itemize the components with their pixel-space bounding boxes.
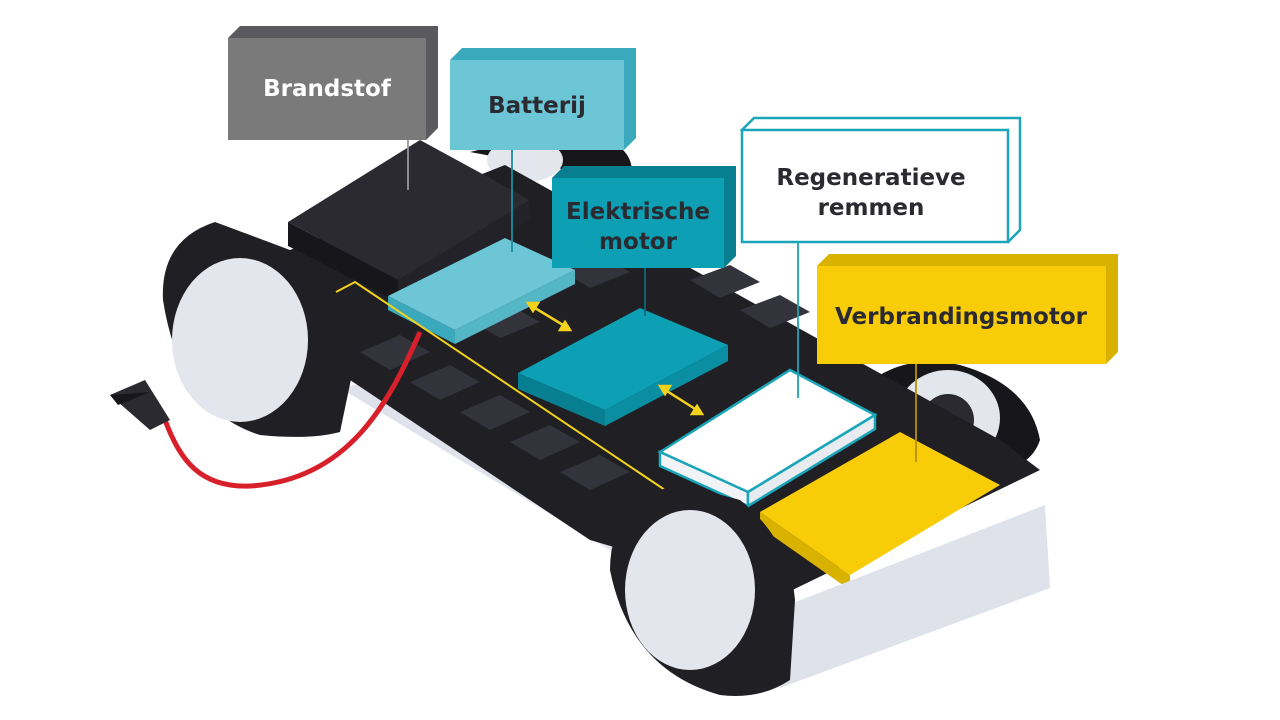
chassis-slots bbox=[360, 235, 810, 490]
label-regen-brakes: Regeneratieve remmen bbox=[739, 116, 1022, 244]
front-bumper bbox=[770, 505, 1050, 688]
label-combustion-engine: Verbrandingsmotor bbox=[817, 254, 1118, 364]
label-electric-motor-line2: motor bbox=[599, 229, 678, 255]
energy-flow-lines bbox=[335, 280, 669, 493]
label-battery-text: Batterij bbox=[488, 93, 586, 119]
label-fuel-text: Brandstof bbox=[263, 76, 392, 102]
charging-cable bbox=[110, 330, 423, 489]
regen-brakes-block bbox=[657, 368, 878, 509]
rear-left-wheel bbox=[162, 222, 355, 437]
combustion-engine-block bbox=[760, 432, 1000, 590]
front-left-wheel bbox=[610, 484, 795, 696]
energy-flow-arrows bbox=[525, 301, 705, 416]
label-regen-brakes-line2: remmen bbox=[818, 195, 925, 221]
label-regen-brakes-line1: Regeneratieve bbox=[776, 165, 965, 191]
label-combustion-engine-text: Verbrandingsmotor bbox=[835, 304, 1088, 330]
label-fuel: Brandstof bbox=[228, 26, 438, 140]
label-battery: Batterij bbox=[450, 48, 636, 150]
label-electric-motor: Elektrische motor bbox=[552, 166, 736, 268]
battery-block bbox=[388, 238, 575, 344]
leader-lines bbox=[407, 138, 917, 462]
label-electric-motor-line1: Elektrische bbox=[566, 199, 710, 225]
